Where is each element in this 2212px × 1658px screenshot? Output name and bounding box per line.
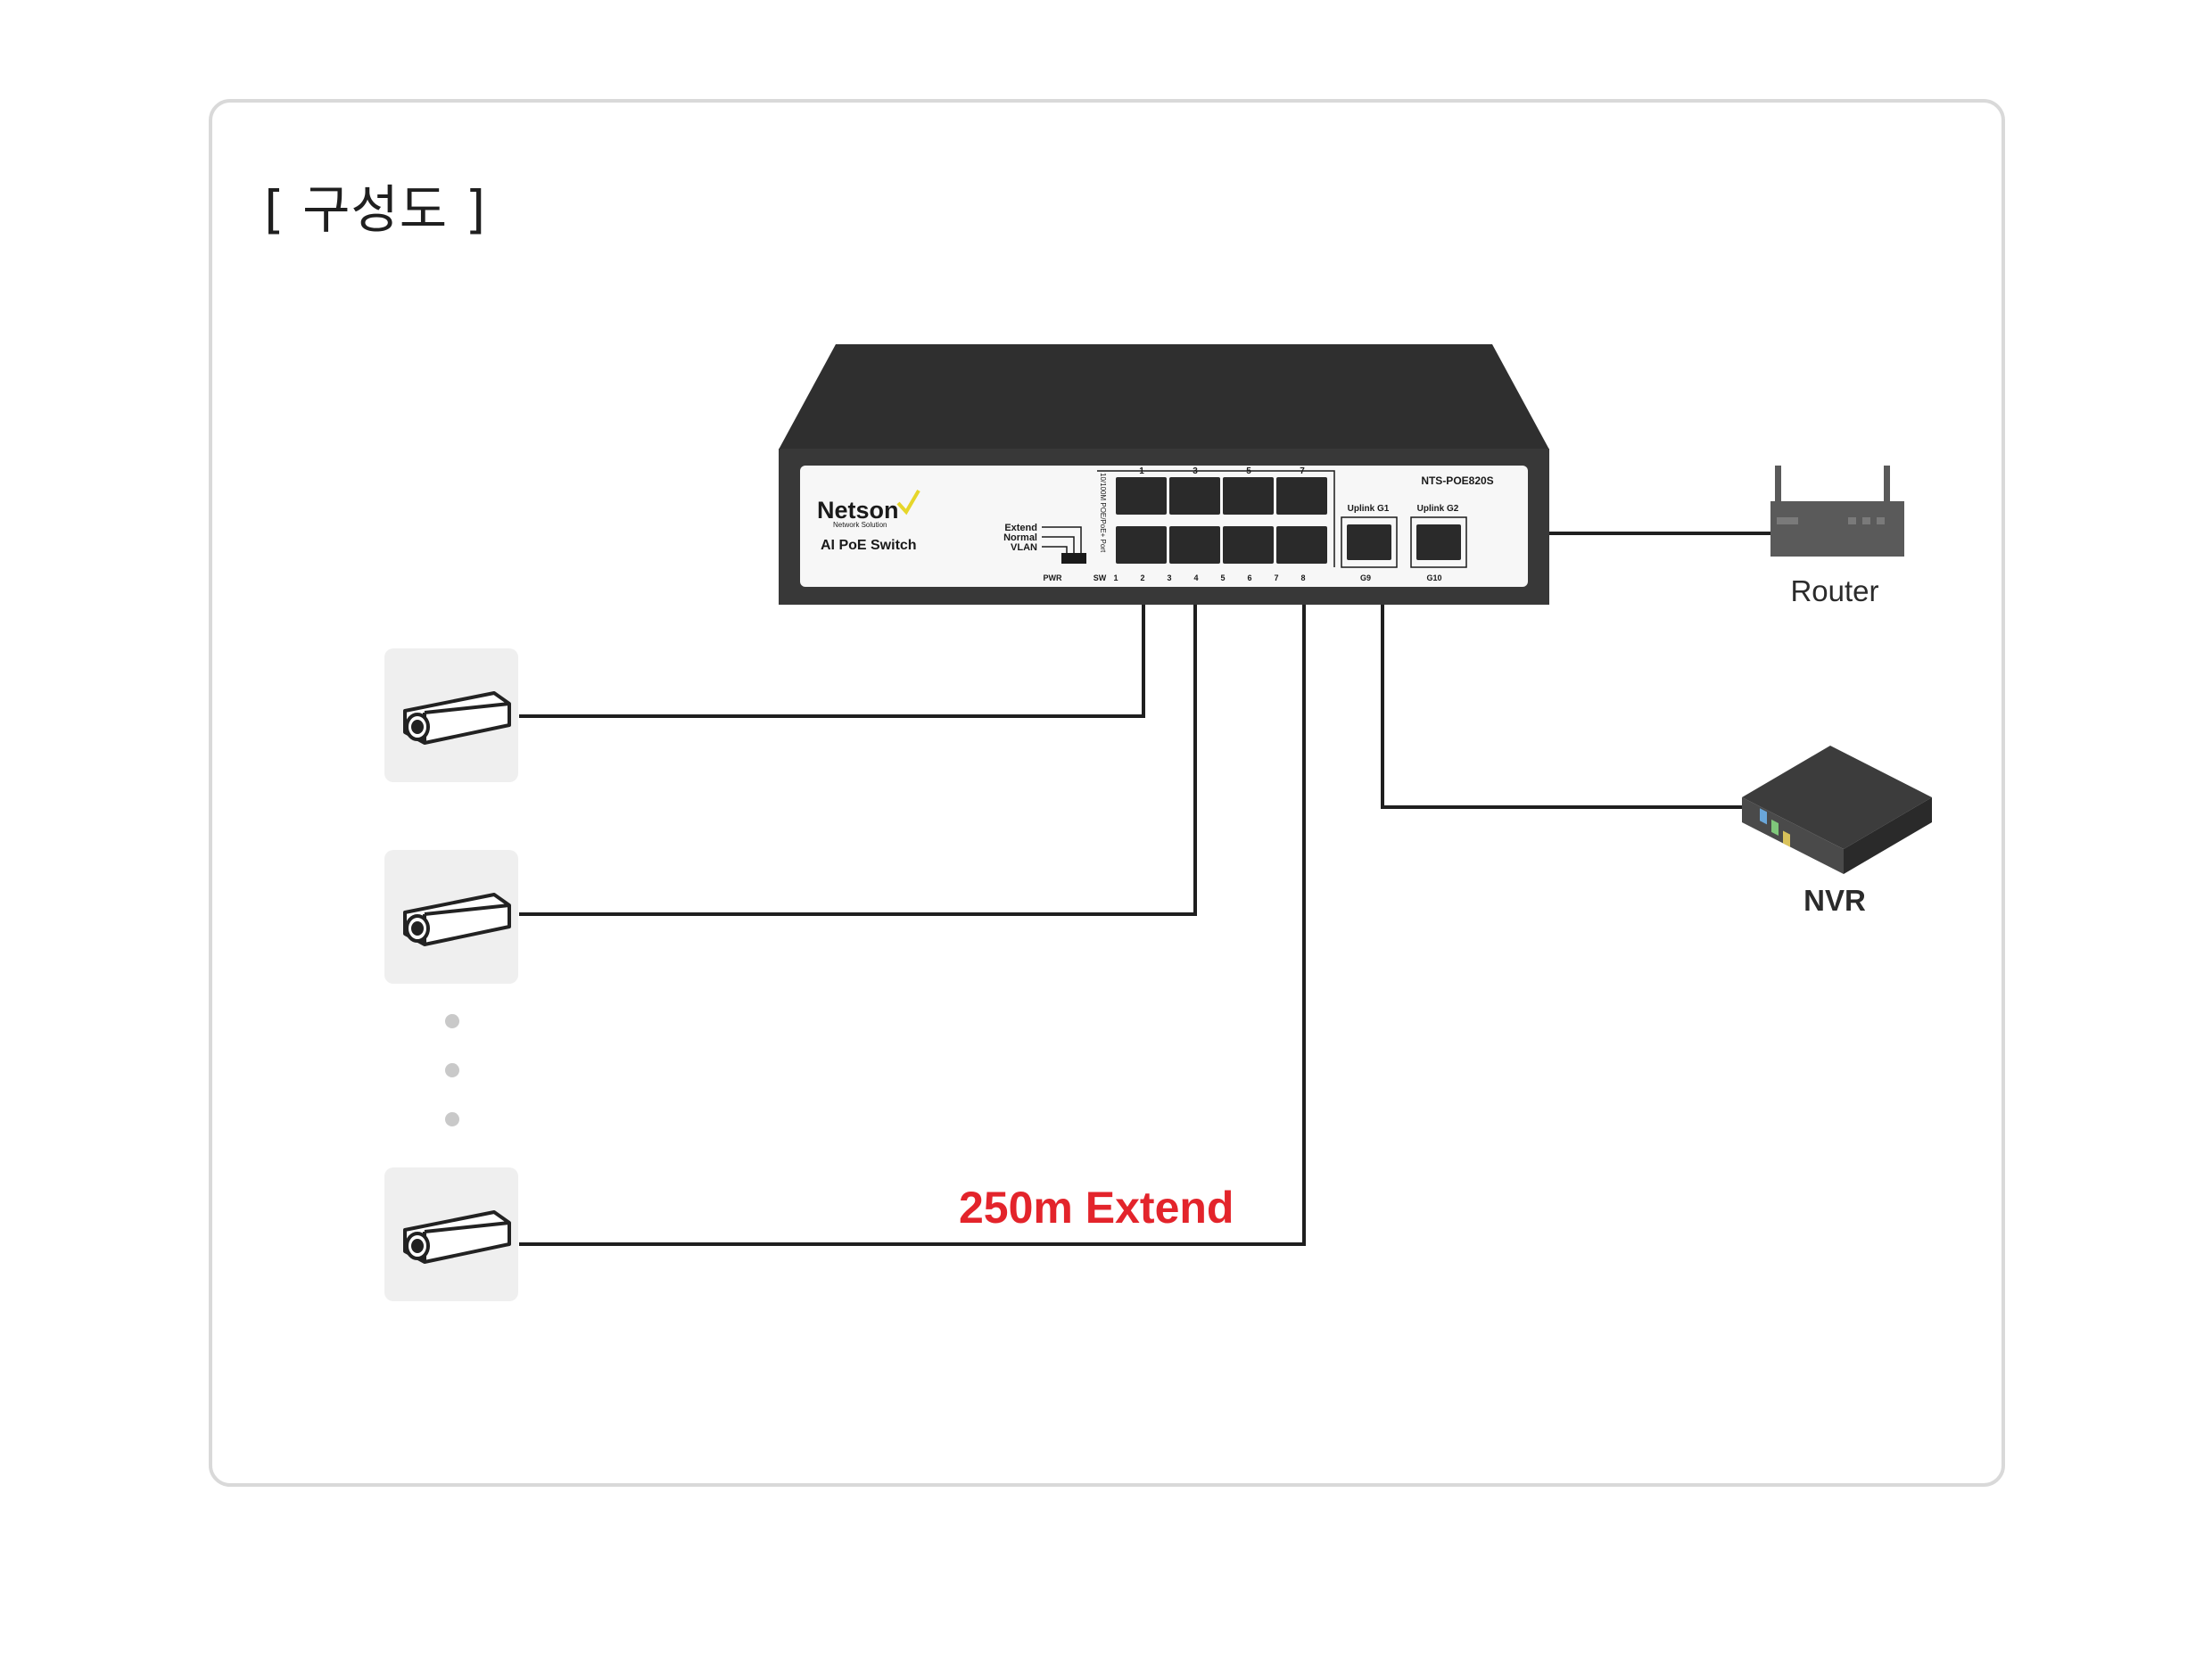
led-label-g10: G10 xyxy=(1426,573,1441,582)
nvr-side xyxy=(1844,797,1932,874)
diagram-frame xyxy=(209,99,2005,1487)
line-camera-1 xyxy=(519,602,1145,718)
rj45-port-6 xyxy=(1223,526,1274,564)
camera-2 xyxy=(384,850,518,984)
mode-label-extend: Extend xyxy=(1004,523,1037,533)
mode-switch xyxy=(1061,553,1086,564)
ellipsis-dot-1 xyxy=(445,1014,459,1028)
rj45-ports xyxy=(1116,477,1327,564)
uplink-port-g1-frame xyxy=(1341,516,1398,568)
cctv-camera-icon xyxy=(403,1210,511,1264)
router-body xyxy=(1770,501,1904,557)
led-label-3: 3 xyxy=(1167,573,1171,582)
led-label-7: 7 xyxy=(1274,573,1278,582)
nvr-drive-bay-2 xyxy=(1771,819,1779,836)
mode-label-normal: Normal xyxy=(1003,532,1037,543)
leader-vlan xyxy=(1042,546,1068,553)
uplink-ports xyxy=(1341,516,1467,568)
uplink-port-g2 xyxy=(1416,524,1461,560)
mode-leader-lines xyxy=(1042,526,1082,553)
uplink-label-g1: Uplink G1 xyxy=(1348,504,1390,514)
ellipsis-dot-3 xyxy=(445,1112,459,1126)
line-camera-3 xyxy=(519,602,1306,1246)
port-number-1: 1 xyxy=(1139,466,1144,476)
connection-lines xyxy=(519,532,1770,1246)
page-title: [ 구성도 ] xyxy=(264,179,487,240)
camera-lens-core xyxy=(411,720,424,734)
rj45-port-2 xyxy=(1116,526,1167,564)
switch-model: NTS-POE820S xyxy=(1421,474,1493,487)
led-label-g9: G9 xyxy=(1360,573,1371,582)
led-label-sw: SW xyxy=(1094,573,1107,582)
line-camera-2 xyxy=(519,602,1197,916)
router-led-2 xyxy=(1862,517,1870,524)
extend-label: 250m Extend xyxy=(959,1183,1234,1233)
camera-1 xyxy=(384,648,518,782)
router-antenna-right xyxy=(1884,466,1890,503)
router-label-plate xyxy=(1777,517,1798,524)
check-icon xyxy=(896,489,920,516)
switch-top xyxy=(779,344,1549,450)
router-icon xyxy=(1770,466,1904,557)
port-number-3: 3 xyxy=(1193,466,1198,476)
rj45-port-3 xyxy=(1169,477,1220,515)
nvr-label: NVR xyxy=(1803,884,1866,917)
leader-normal xyxy=(1042,536,1075,553)
led-labels: PWR SW 1 2 3 4 5 6 7 8 G9 G10 xyxy=(1044,573,1442,582)
led-label-5: 5 xyxy=(1220,573,1225,582)
router-led-3 xyxy=(1877,517,1885,524)
nvr-icon xyxy=(1742,746,1932,874)
ellipsis-dots xyxy=(445,1014,459,1126)
uplink-port-g1 xyxy=(1347,524,1391,560)
router-led-1 xyxy=(1848,517,1856,524)
router-label: Router xyxy=(1790,574,1878,607)
ellipsis-dot-2 xyxy=(445,1063,459,1077)
uplink-port-g2-frame xyxy=(1410,516,1467,568)
led-label-pwr: PWR xyxy=(1044,573,1062,582)
port-number-5: 5 xyxy=(1246,466,1251,476)
nvr-drive-bay-3 xyxy=(1783,830,1790,847)
rj45-port-4 xyxy=(1169,526,1220,564)
camera-lens-core xyxy=(411,921,424,936)
router-antenna-left xyxy=(1775,466,1781,503)
mode-label-vlan: VLAN xyxy=(1011,542,1037,553)
side-port-label: 10/100M POE/PoE+ Port xyxy=(1099,473,1107,553)
leader-extend xyxy=(1042,526,1082,553)
led-label-1: 1 xyxy=(1113,573,1118,582)
nvr-drive-bay-1 xyxy=(1760,808,1767,825)
led-label-2: 2 xyxy=(1140,573,1144,582)
cctv-camera-icon xyxy=(403,893,511,946)
line-nvr xyxy=(1381,602,1748,809)
led-label-8: 8 xyxy=(1300,573,1305,582)
port-bracket xyxy=(1097,470,1335,567)
camera-lens-core xyxy=(411,1239,424,1253)
port-number-7: 7 xyxy=(1300,466,1305,476)
led-label-6: 6 xyxy=(1247,573,1251,582)
poe-switch: Netson Network Solution AI PoE Switch Ex… xyxy=(779,344,1549,605)
nvr-top xyxy=(1742,746,1932,849)
led-label-4: 4 xyxy=(1193,573,1198,582)
nvr-front xyxy=(1742,797,1844,874)
rj45-port-1 xyxy=(1116,477,1167,515)
rj45-port-5 xyxy=(1223,477,1274,515)
rj45-port-8 xyxy=(1276,526,1327,564)
rj45-port-7 xyxy=(1276,477,1327,515)
switch-brand: Netson xyxy=(817,497,899,524)
uplink-label-g2: Uplink G2 xyxy=(1417,504,1459,514)
camera-3 xyxy=(384,1167,518,1301)
cctv-camera-icon xyxy=(403,691,511,745)
switch-brand-sub: Network Solution xyxy=(833,521,887,529)
switch-product-line: AI PoE Switch xyxy=(821,538,917,553)
